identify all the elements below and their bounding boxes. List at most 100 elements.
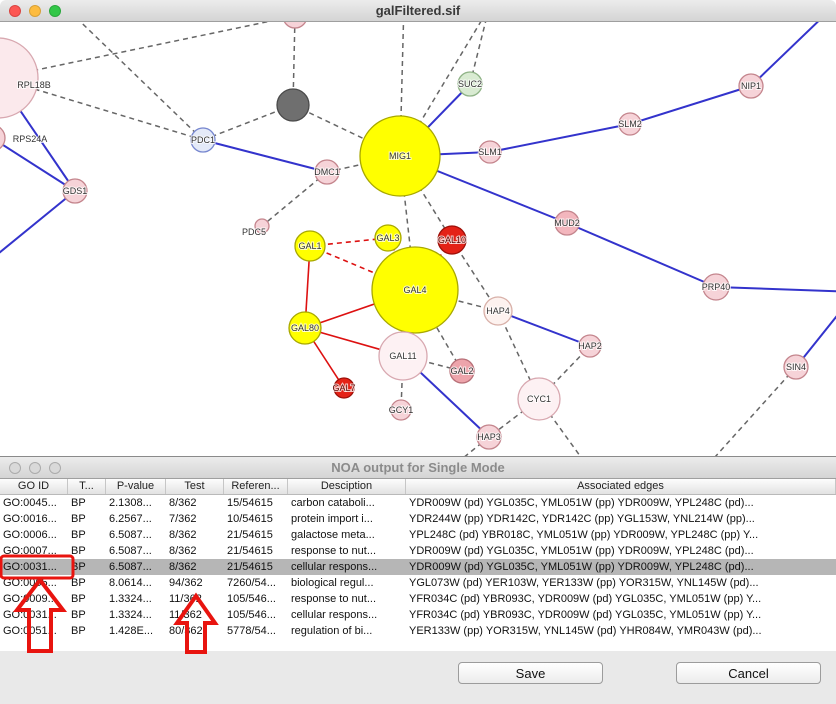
graph-edge-SLM2-NIP1[interactable] <box>629 85 752 125</box>
graph-edge-PDC1-DARK[interactable] <box>202 104 294 141</box>
table-cell: 21/54615 <box>227 545 273 557</box>
graph-node-label: PDC5 <box>242 227 266 237</box>
table-cell: carbon cataboli... <box>291 497 375 509</box>
graph-node-HAP4[interactable] <box>483 296 513 326</box>
column-header-2[interactable]: P-value <box>106 479 166 494</box>
graph-edge-MUD2-PRP40[interactable] <box>566 222 717 288</box>
graph-edge-DARK-TOP1[interactable] <box>292 22 296 106</box>
graph-edge-SIN4-V_R[interactable] <box>795 292 836 368</box>
graph-node-MIG1[interactable] <box>359 115 441 197</box>
column-header-0[interactable]: GO ID <box>0 479 68 494</box>
graph-node-label: GAL11 <box>389 351 416 361</box>
minimize-button[interactable] <box>29 462 41 474</box>
graph-edge-PRP40-V_R[interactable] <box>715 286 836 293</box>
table-cell: biological regul... <box>291 577 374 589</box>
graph-edge-HAP4-CYC1[interactable] <box>497 310 540 400</box>
table-cell: 21/54615 <box>227 561 273 573</box>
graph-node-DMC1[interactable] <box>314 159 340 185</box>
table-cell: 1.3324... <box>109 593 152 605</box>
graph-node-RPL18B[interactable] <box>0 37 39 119</box>
graph-edge-MIG1-GAL10[interactable] <box>399 155 453 241</box>
graph-edge-MIG1-TOP3[interactable] <box>399 22 405 157</box>
graph-node-GAL1[interactable] <box>294 230 326 262</box>
graph-node-GAL80[interactable] <box>288 311 322 345</box>
graph-edge-RPS24A-GDS1[interactable] <box>0 138 76 192</box>
column-header-6[interactable]: Associated edges <box>406 479 836 494</box>
graph-edge-GDS1-V_BL[interactable] <box>0 190 76 262</box>
table-cell: 7260/54... <box>227 577 276 589</box>
graph-node-label: PDC1 <box>191 135 215 145</box>
graph-edge-DARK-MIG1[interactable] <box>292 104 401 157</box>
graph-node-label: HAP4 <box>486 306 510 316</box>
table-cell: 8/362 <box>169 545 197 557</box>
graph-node-label: GAL1 <box>298 241 321 251</box>
graph-node-CYC1[interactable] <box>517 377 561 421</box>
column-header-4[interactable]: Referen... <box>224 479 288 494</box>
graph-node-HAP3[interactable] <box>476 424 502 450</box>
table-cell: 1.3324... <box>109 609 152 621</box>
table-cell: YFR034C (pd) YBR093C, YDR009W (pd) YGL03… <box>409 593 762 605</box>
table-cell: regulation of bi... <box>291 625 373 637</box>
close-button[interactable] <box>9 462 21 474</box>
zoom-button[interactable] <box>49 5 61 17</box>
graph-node-PDC5[interactable] <box>254 218 270 234</box>
zoom-button[interactable] <box>49 462 61 474</box>
graph-edge-SIN4-V_B3[interactable] <box>706 366 797 456</box>
minimize-button[interactable] <box>29 5 41 17</box>
graph-node-GAL7[interactable] <box>333 377 355 399</box>
graph-node-NIP1[interactable] <box>738 73 764 99</box>
table-cell: 15/54615 <box>227 497 273 509</box>
graph-node-GAL2[interactable] <box>449 358 475 384</box>
table-cell: 94/362 <box>169 577 203 589</box>
column-header-5[interactable]: Desciption <box>288 479 406 494</box>
graph-node-SUC2[interactable] <box>457 71 483 97</box>
graph-node-SLM1[interactable] <box>478 140 502 164</box>
graph-node-RPS24A[interactable] <box>0 125 6 151</box>
graph-node-GAL10[interactable] <box>437 225 467 255</box>
graph-edge-SLM1-SLM2[interactable] <box>489 123 631 153</box>
noa-window-titlebar: NOA output for Single Mode <box>0 457 836 479</box>
column-header-1[interactable]: T... <box>68 479 106 494</box>
graph-edge-RPL18B-TOP1[interactable] <box>0 22 295 79</box>
graph-node-label: SIN4 <box>786 362 806 372</box>
graph-node-label: PRP40 <box>702 282 731 292</box>
graph-node-SLM2[interactable] <box>618 112 642 136</box>
graph-edge-PDC1-DMC1[interactable] <box>202 139 328 173</box>
graph-node-GAL3[interactable] <box>374 224 402 252</box>
graph-node-PDC1[interactable] <box>190 127 216 153</box>
table-cell: galactose meta... <box>291 529 375 541</box>
graph-node-GAL4[interactable] <box>371 246 459 334</box>
graph-edge-DMC1-PDC5[interactable] <box>261 171 328 227</box>
graph-window-titlebar: galFiltered.sif <box>0 0 836 22</box>
column-header-3[interactable]: Test <box>166 479 224 494</box>
save-button[interactable]: Save <box>458 662 603 684</box>
table-cell: 5778/54... <box>227 625 276 637</box>
graph-node-GAL11[interactable] <box>378 331 428 381</box>
graph-edge-GAL2-GAL4[interactable] <box>414 289 463 372</box>
graph-edge-NIP1-V_TR[interactable] <box>750 22 830 87</box>
cancel-button[interactable]: Cancel <box>676 662 821 684</box>
graph-node-GCY1[interactable] <box>390 399 412 421</box>
graph-node-SIN4[interactable] <box>783 354 809 380</box>
graph-edge-HAP4-HAP2[interactable] <box>497 310 591 347</box>
window-controls <box>9 5 61 17</box>
graph-edge-PDC1-V_TL[interactable] <box>60 22 204 141</box>
graph-node-DARK[interactable] <box>276 88 310 122</box>
graph-node-TOP1[interactable] <box>283 22 307 29</box>
close-button[interactable] <box>9 5 21 17</box>
graph-node-MUD2[interactable] <box>554 210 580 236</box>
graph-node-PRP40[interactable] <box>702 273 730 301</box>
graph-node-GDS1[interactable] <box>62 178 88 204</box>
graph-node-HAP2[interactable] <box>578 334 602 358</box>
graph-edge-SUC2-TOP2[interactable] <box>469 22 489 85</box>
